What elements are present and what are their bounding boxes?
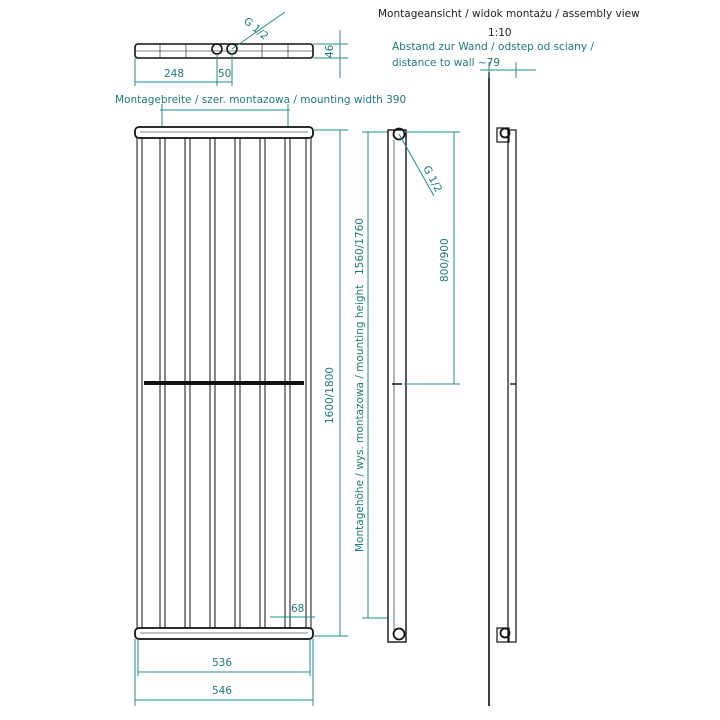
wall-view: Abstand zur Wand / odstep od sciany / di… bbox=[392, 41, 594, 706]
dim-68: 68 bbox=[291, 603, 304, 615]
dim-248: 248 bbox=[164, 68, 184, 80]
towel-bar bbox=[144, 381, 304, 385]
side-top-connection-icon bbox=[392, 127, 406, 141]
front-view: 536 546 68 1600/1800 bbox=[134, 126, 348, 706]
wall-distance-label-2: distance to wall ~79 bbox=[392, 57, 500, 69]
dim-546: 546 bbox=[212, 685, 232, 697]
bottom-collector bbox=[134, 627, 314, 640]
dim-inlet-height: 800/900 bbox=[439, 238, 451, 282]
side-profile bbox=[387, 129, 407, 643]
drawing-scale: 1:10 bbox=[488, 27, 512, 39]
dim-50: 50 bbox=[218, 68, 231, 80]
top-view: 248 50 46 G 1/2 bbox=[134, 11, 348, 86]
mounting-width-label: Montagebreite / szer. montazowa / mounti… bbox=[115, 94, 406, 106]
drawing-title: Montageansicht / widok montażu / assembl… bbox=[378, 8, 640, 20]
dim-536: 536 bbox=[212, 657, 232, 669]
dim-height-mount: 1560/1760 bbox=[354, 218, 366, 275]
mounting-height-label: Montagehöhe / wys. montazowa / mounting … bbox=[354, 285, 366, 552]
dim-height-total: 1600/1800 bbox=[324, 367, 336, 424]
dim-46: 46 bbox=[324, 44, 336, 58]
thread-top-label: G 1/2 bbox=[241, 15, 270, 42]
wall-radiator-profile bbox=[507, 129, 517, 643]
inlet-connection-icon bbox=[211, 43, 223, 55]
wall-distance-label-1: Abstand zur Wand / odstep od sciany / bbox=[392, 41, 594, 53]
side-view: G 1/2 800/900 bbox=[387, 127, 460, 643]
top-collector bbox=[134, 126, 314, 139]
side-bottom-connection-icon bbox=[392, 627, 406, 641]
